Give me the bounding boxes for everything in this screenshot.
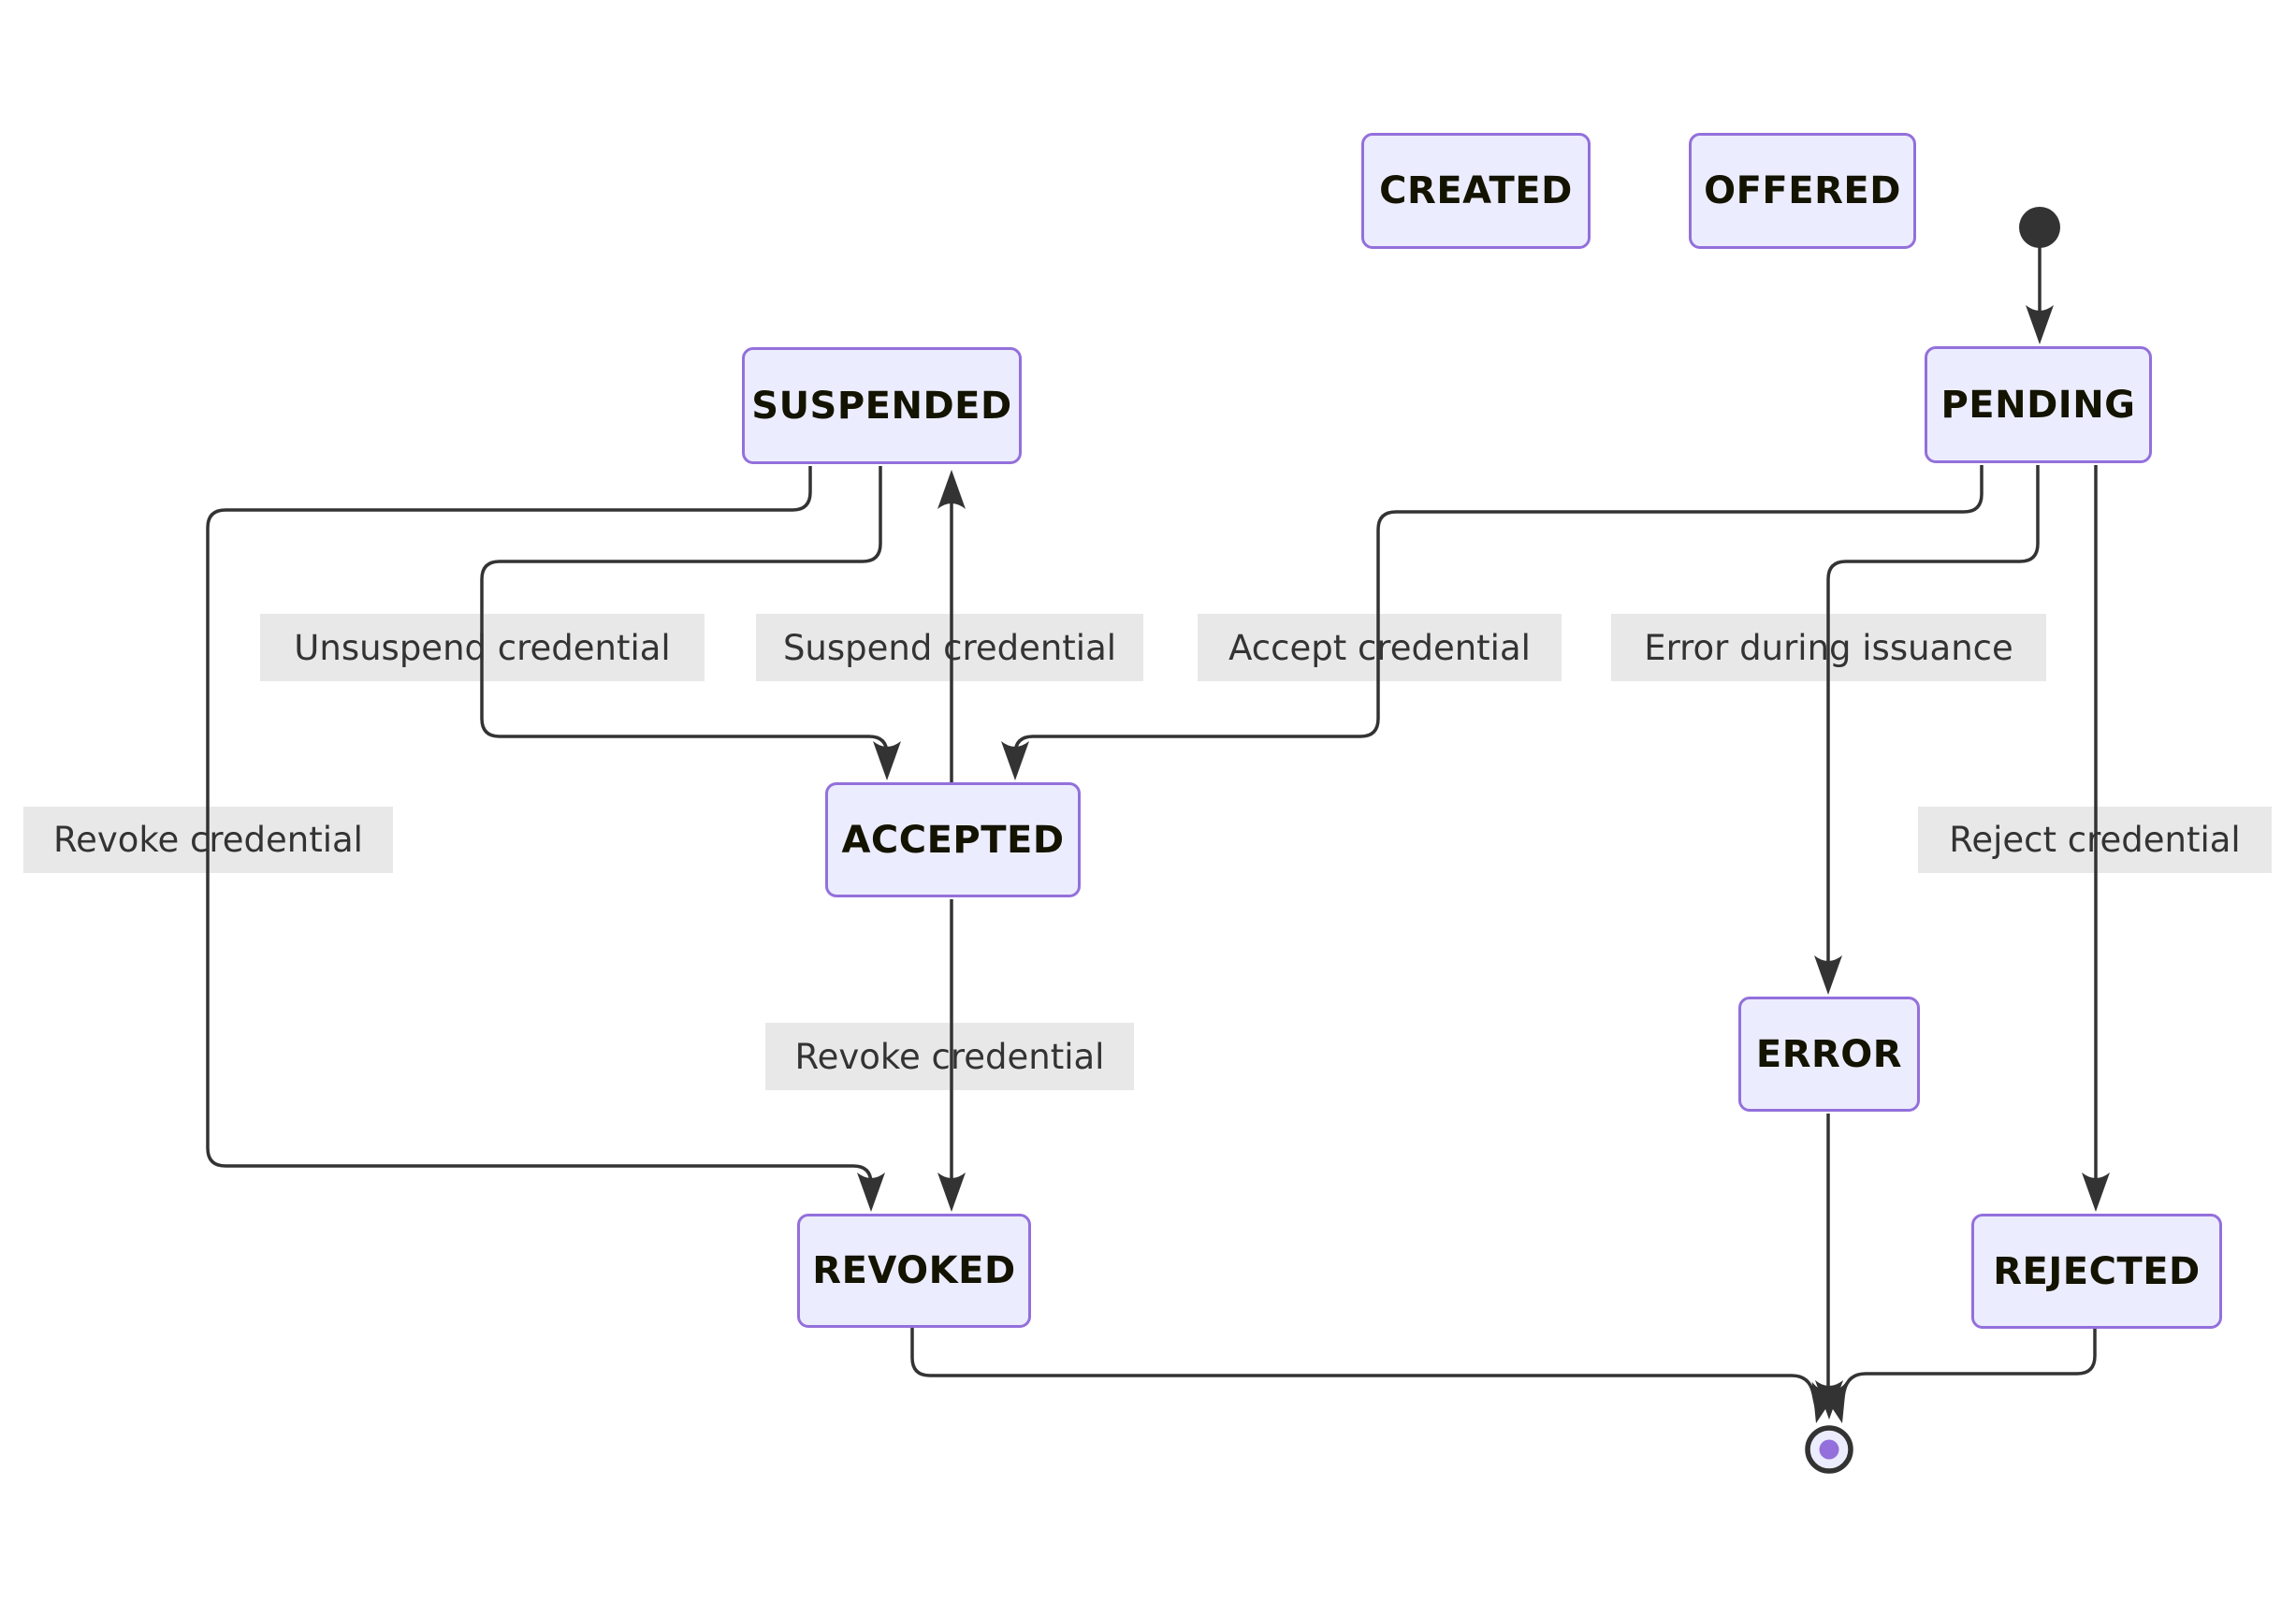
state-revoked: REVOKED: [797, 1214, 1031, 1328]
edge-pending-to-error: [1826, 465, 2040, 983]
state-created: CREATED: [1361, 133, 1591, 249]
state-suspended: SUSPENDED: [742, 347, 1022, 464]
state-rejected: REJECTED: [1971, 1214, 2222, 1329]
state-error: ERROR: [1738, 997, 1920, 1112]
edge-label-error-during-issuance: Error during issuance: [1611, 614, 2046, 681]
edge-revoked-to-final: [910, 1328, 1819, 1412]
edge-label-unsuspend-credential: Unsuspend credential: [260, 614, 705, 681]
edge-rejected-to-final: [1838, 1329, 2097, 1412]
edge-label-revoke-credential-middle: Revoke credential: [765, 1023, 1134, 1090]
state-pending: PENDING: [1925, 346, 2152, 463]
edge-label-revoke-credential-left: Revoke credential: [23, 807, 393, 873]
edge-label-reject-credential: Reject credential: [1918, 807, 2272, 873]
edge-label-accept-credential: Accept credential: [1198, 614, 1562, 681]
final-state-marker: [1805, 1425, 1853, 1474]
initial-state-marker: [2019, 207, 2060, 248]
state-offered: OFFERED: [1689, 133, 1916, 249]
edge-label-suspend-credential: Suspend credential: [756, 614, 1143, 681]
state-accepted: ACCEPTED: [825, 782, 1081, 897]
